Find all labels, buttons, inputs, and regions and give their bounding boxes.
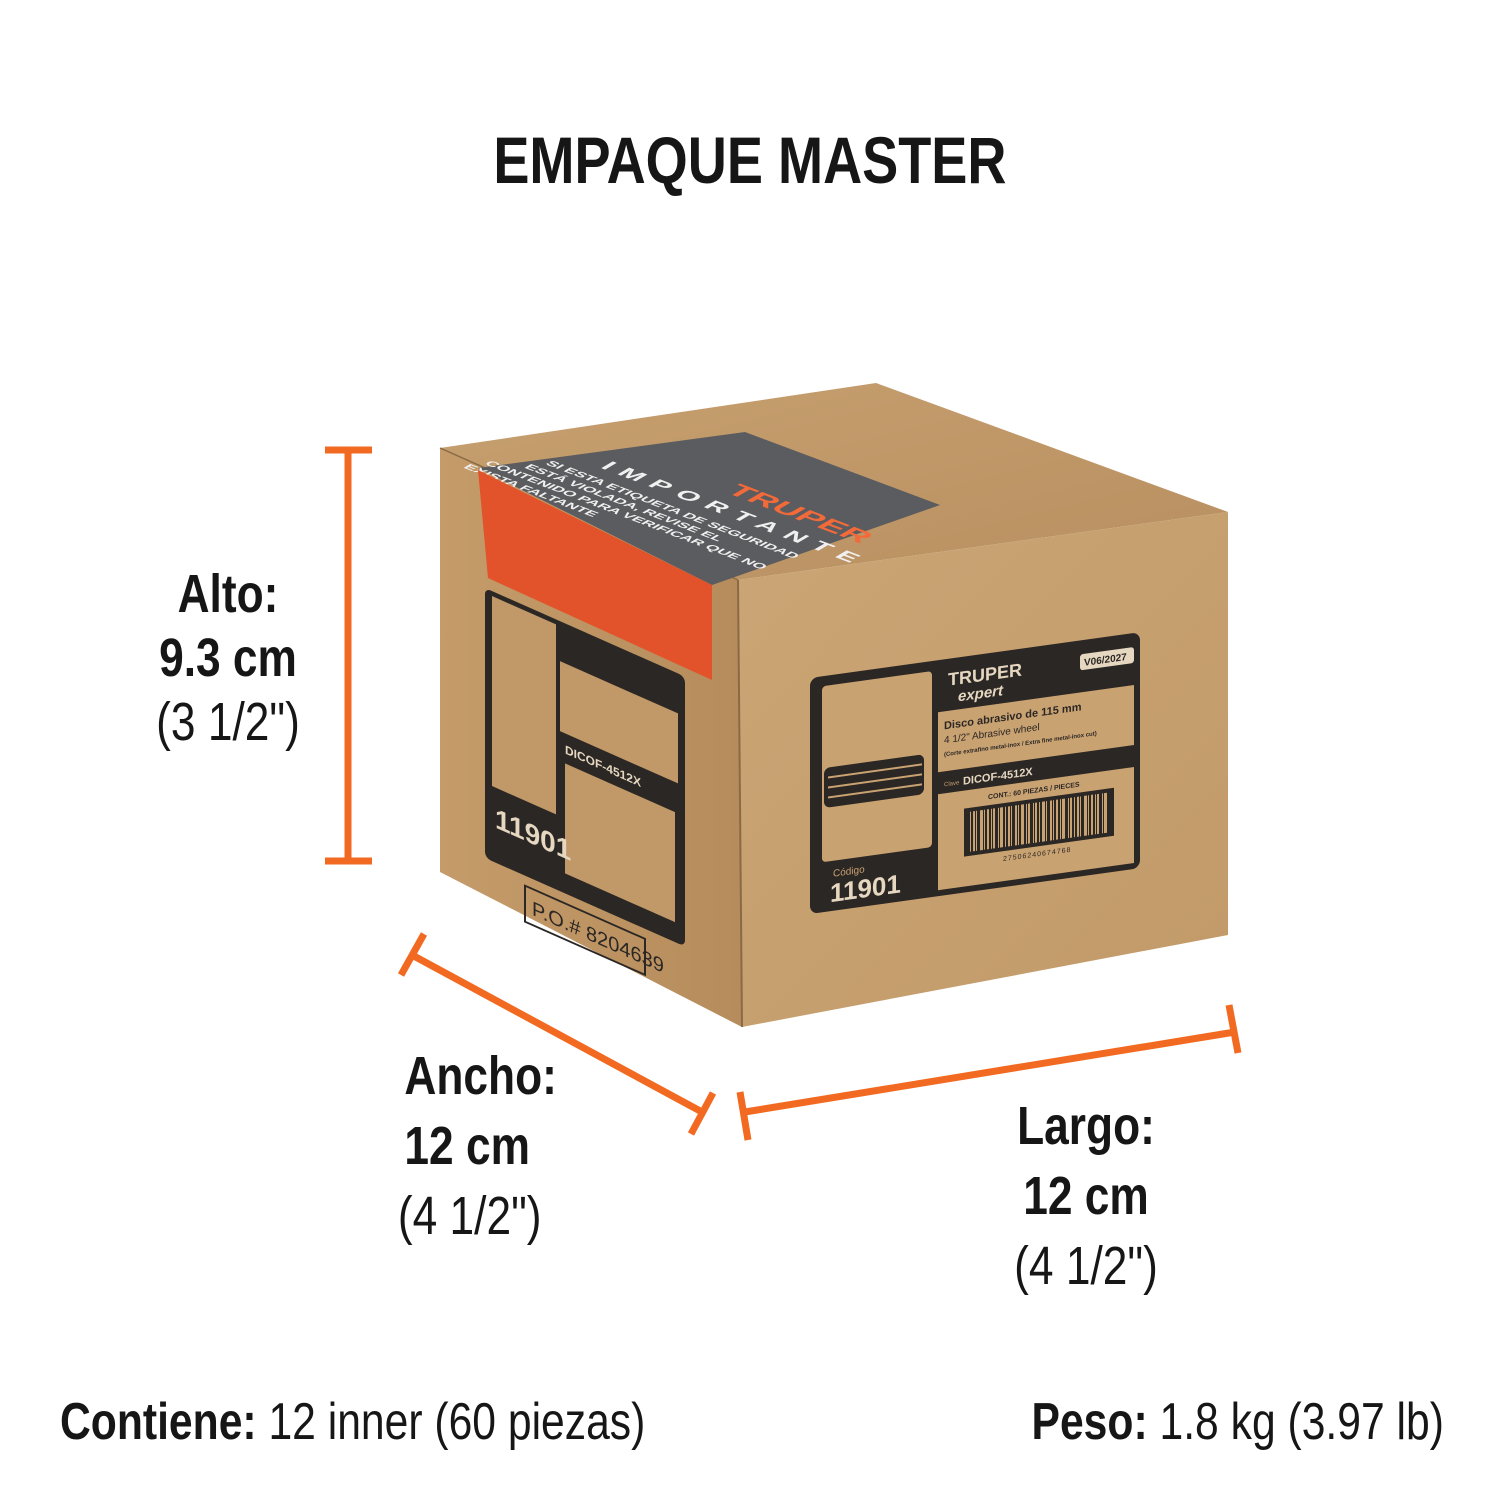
barcode-bar [1095,794,1096,835]
barcode-bar [987,809,989,850]
barcode-bar [1053,800,1054,841]
barcode-bar [980,809,983,851]
barcode-bar [1015,805,1017,846]
alto-label: Alto: [177,564,279,624]
barcode-bar [1104,792,1107,834]
largo-label: Largo: [1017,1096,1155,1156]
barcode-bar [1039,802,1040,843]
ancho-value: 12 cm [404,1116,530,1176]
contiene-label: Contiene: [60,1393,257,1451]
security-seal: TRUPER IMPORTANTE SI ESTA ETIQUETA DE SE… [461,432,940,680]
barcode-bar [993,808,995,849]
barcode-bar [1097,793,1099,835]
largo-imperial: (4 1/2") [1014,1236,1158,1296]
codigo-label: Código [833,864,865,879]
alto-imperial: (3 1/2") [156,692,300,752]
barcode-bar [1000,807,1003,848]
peso-label: Peso: [1031,1393,1148,1451]
barcode-bar [976,810,977,851]
barcode-bar [1068,797,1069,839]
title-text: EMPAQUE MASTER [493,123,1007,197]
barcode-bar [1005,806,1006,847]
ancho-dimension: Ancho: 12 cm (4 1/2") [388,1044,557,1248]
barcode-bar [1008,806,1010,847]
barcode-bar [970,811,971,852]
barcode-bar [1028,803,1030,844]
alto-value: 9.3 cm [159,628,297,688]
clave-label: Clave [944,780,960,788]
peso-value: 1.8 kg (3.97 lb) [1159,1393,1444,1451]
barcode-bar [1060,799,1061,840]
barcode-bar [973,811,975,852]
barcode-bar [1046,801,1047,842]
barcode-bar [1056,799,1058,840]
alto-dimension-line [325,446,372,865]
barcode-bar [1088,795,1089,836]
barcode-bar [1074,797,1075,838]
barcode-bar [1018,804,1019,846]
product-label: Código 11901 TRUPER expert V06/2027 Disc… [810,633,1140,913]
alto-dimension: Alto: 9.3 cm (3 1/2") [146,562,310,754]
barcode [970,792,1107,852]
ancho-imperial: (4 1/2") [397,1186,542,1246]
barcode-bar [1102,793,1103,834]
orange-tape [478,470,712,680]
label-sub-brand: expert [958,682,1004,705]
largo-dimension: Largo: 12 cm (4 1/2") [1004,1094,1168,1298]
barcode-bar [1062,798,1065,839]
contiene-value: 12 inner (60 piezas) [268,1393,646,1451]
barcode-bar [998,807,999,848]
disc-stack-icon [824,754,924,808]
barcode-bar [1070,797,1072,838]
largo-value: 12 cm [1023,1166,1149,1226]
barcode-bar [991,808,992,849]
barcode-bar [1042,801,1045,842]
ancho-dimension-line [397,932,717,1136]
page-title: EMPAQUE MASTER [0,122,1500,198]
ancho-label: Ancho: [404,1046,557,1106]
weight-info: Peso: 1.8 kg (3.97 lb) [1032,1392,1444,1452]
dimension-lines [325,446,1242,1141]
barcode-bar [1050,800,1052,841]
barcode-bar [1011,805,1012,847]
barcode-bar [984,809,985,850]
largo-dimension-line [736,1004,1242,1141]
barcode-bar [1091,794,1093,835]
contents-info: Contiene: 12 inner (60 piezas) [60,1392,645,1452]
barcode-bar [1077,796,1079,837]
barcode-bar [1021,804,1024,845]
barcode-bar [1026,803,1027,844]
barcode-bar [1035,802,1037,843]
barcode-bar [1080,796,1081,837]
barcode-bar [1084,795,1087,836]
barcode-bar [1033,802,1034,843]
